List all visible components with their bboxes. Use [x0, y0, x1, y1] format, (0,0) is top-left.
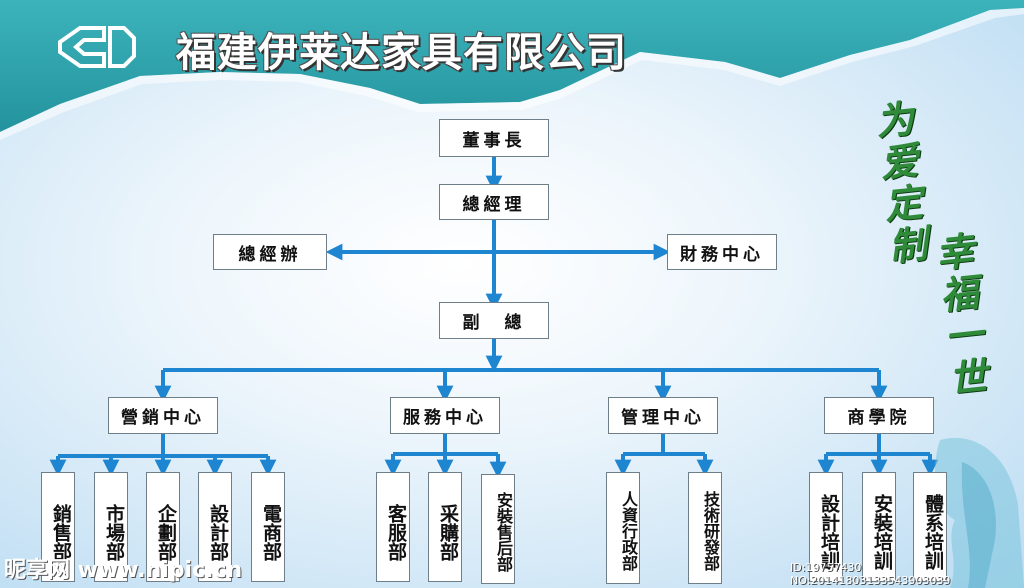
dept-purchasing: 采購部 — [428, 472, 462, 582]
business-school-box: 商學院 — [824, 397, 934, 434]
watermark-id: ID:19757430 NO:20141803133543903039 — [790, 561, 951, 587]
logo — [58, 26, 136, 68]
dept-installation-aftersales: 安裝售后部 — [481, 474, 515, 584]
service-center-box: 服務中心 — [390, 397, 500, 434]
marketing-center-box: 營銷中心 — [108, 397, 218, 434]
dept-ecommerce: 電商部 — [251, 472, 285, 582]
management-center-box: 管理中心 — [608, 397, 718, 434]
gm-office-box: 總經辦 — [213, 234, 327, 270]
dept-customer-service: 客服部 — [376, 472, 410, 582]
dept-installation-training: 安裝培訓 — [862, 472, 896, 582]
dept-design: 設計部 — [198, 472, 232, 582]
watermark-site: 昵享网 www.nipic.cn — [4, 558, 243, 583]
dept-hr-admin: 人資行政部 — [606, 472, 640, 584]
dept-marketing: 市場部 — [94, 472, 128, 582]
finance-center-box: 財務中心 — [667, 234, 777, 270]
dept-tech-rd: 技術研發部 — [688, 472, 722, 584]
deputy-gm-box: 副 總 — [439, 302, 549, 339]
dept-design-training: 設計培訓 — [809, 472, 843, 582]
dept-system-training: 體系培訓 — [913, 472, 947, 582]
chairman-box: 董事長 — [439, 119, 549, 157]
dept-planning: 企劃部 — [146, 472, 180, 582]
dept-sales: 銷售部 — [41, 472, 75, 582]
general-manager-box: 總經理 — [439, 184, 549, 220]
company-name: 福建伊莱达家具有限公司 — [176, 30, 627, 76]
